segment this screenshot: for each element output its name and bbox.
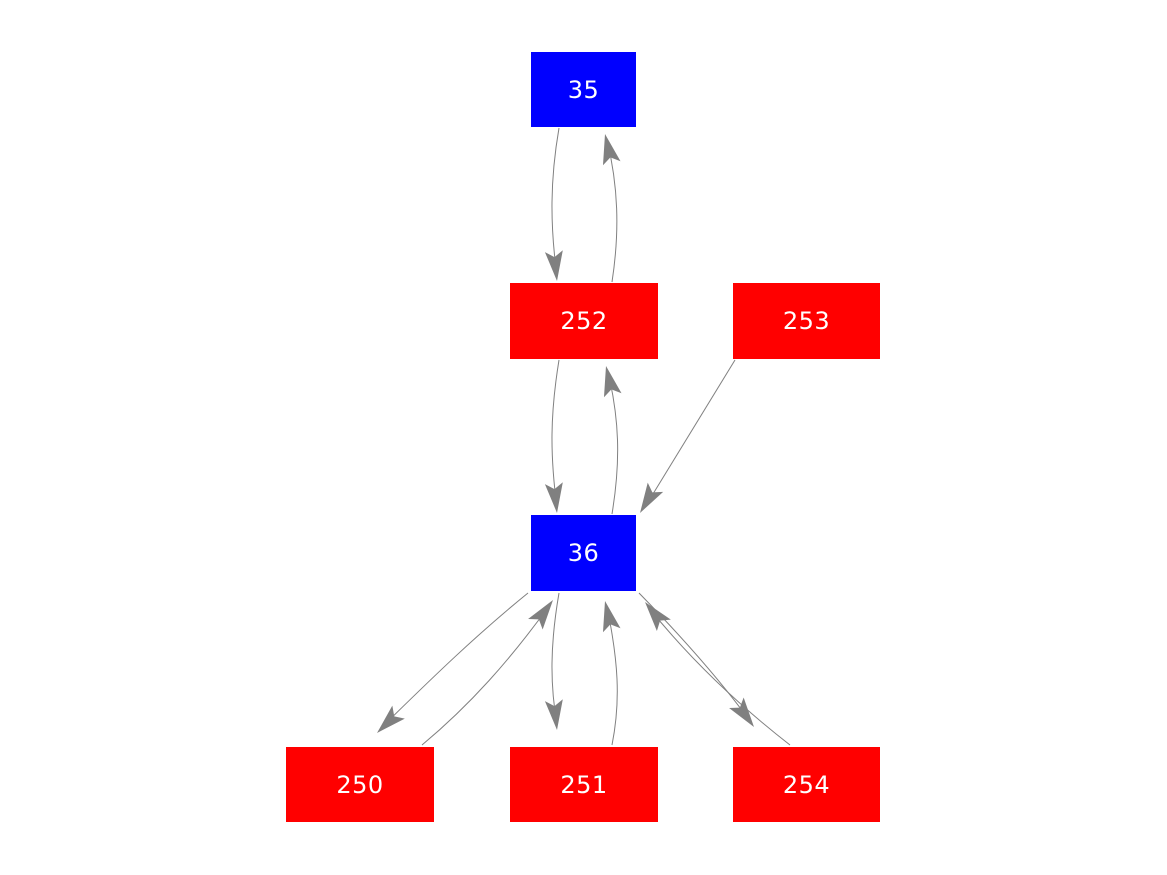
graph-edge-36-to-251 (544, 592, 563, 730)
graph-node-253[interactable]: 253 (733, 283, 880, 359)
edge-arrowhead (528, 600, 553, 630)
edge-arrowhead (640, 482, 664, 513)
graph-edge-252-to-36 (544, 359, 563, 513)
edge-arrowhead (729, 697, 754, 727)
graph-node-36[interactable]: 36 (531, 515, 636, 591)
edge-arrowhead (602, 601, 621, 633)
graph-node-label: 35 (567, 75, 600, 104)
graph-node-label: 253 (782, 307, 831, 335)
graph-edge-36-to-252 (603, 366, 622, 515)
graph-edge-252-to-35 (602, 134, 621, 283)
graph-edge-253-to-36 (640, 359, 736, 513)
graph-node-250[interactable]: 250 (286, 747, 434, 822)
edge-arrowhead (645, 602, 671, 631)
graph-node-label: 254 (782, 770, 831, 799)
edge-arrowhead (544, 482, 563, 513)
graph-edge-254-to-36 (645, 602, 791, 746)
graph-node-label: 36 (567, 539, 600, 567)
graph-edge-250-to-36 (421, 600, 553, 746)
graph-edge-36-to-250 (377, 592, 529, 733)
graph-node-252[interactable]: 252 (510, 283, 658, 359)
edge-arrowhead (377, 705, 405, 733)
edge-arrowhead (602, 134, 621, 166)
graph-node-label: 251 (560, 770, 608, 799)
graph-node-251[interactable]: 251 (510, 747, 658, 822)
graph-node-35[interactable]: 35 (531, 52, 636, 127)
graph-node-254[interactable]: 254 (733, 747, 880, 822)
graph-node-label: 250 (336, 770, 384, 799)
edge-arrowhead (544, 250, 563, 281)
graph-edge-251-to-36 (602, 601, 621, 746)
graph-node-label: 252 (560, 307, 608, 335)
edge-arrowhead (544, 699, 563, 730)
graph-edge-35-to-252 (544, 127, 563, 281)
edge-arrowhead (603, 366, 622, 398)
